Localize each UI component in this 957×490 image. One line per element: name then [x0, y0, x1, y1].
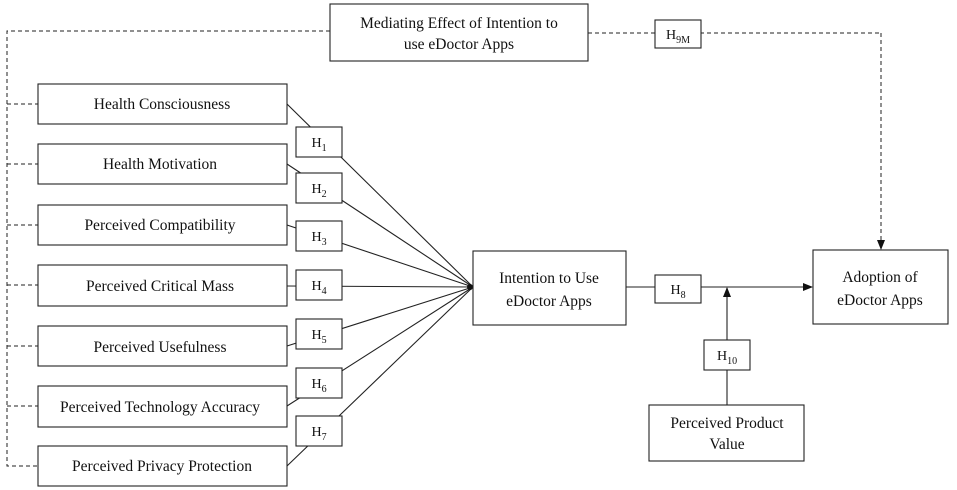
hypothesis-h8: H8 [654, 274, 702, 304]
hypothesis-h2: H2 [295, 172, 343, 204]
predictor-box-perceived-critical-mass: Perceived Critical Mass [37, 264, 288, 307]
svg-text:H8: H8 [670, 283, 685, 301]
product-value-line-1: Perceived Product [670, 415, 784, 432]
convergence-point [467, 284, 473, 290]
intention-box: Intention to Use eDoctor Apps [472, 250, 627, 326]
adoption-box: Adoption of eDoctor Apps [812, 249, 949, 325]
svg-text:H1: H1 [311, 136, 326, 154]
svg-text:H10: H10 [717, 349, 737, 367]
hypothesis-h7: H7 [295, 415, 343, 447]
svg-text:H7: H7 [311, 425, 326, 443]
mediating-line-2: use eDoctor Apps [404, 36, 514, 53]
predictor-label: Perceived Compatibility [84, 217, 235, 234]
hypothesis-h5: H5 [295, 318, 343, 350]
mediating-line-1: Mediating Effect of Intention to [360, 15, 558, 32]
predictor-label: Health Consciousness [94, 96, 230, 113]
dashed-left-bus [6, 30, 330, 467]
predictor-box-perceived-usefulness: Perceived Usefulness [37, 325, 288, 367]
svg-text:H5: H5 [311, 328, 326, 346]
predictor-label: Perceived Privacy Protection [72, 458, 252, 475]
hypothesis-h10: H10 [703, 339, 751, 371]
product-value-box: Perceived Product Value [648, 404, 805, 462]
hypothesis-h3: H3 [295, 220, 343, 252]
predictor-box-health-motivation: Health Motivation [37, 143, 288, 185]
adoption-line-2: eDoctor Apps [837, 292, 923, 309]
predictor-label: Perceived Technology Accuracy [60, 399, 260, 416]
svg-text:H4: H4 [311, 279, 326, 297]
mediation-dashed-lines [6, 30, 885, 467]
product-value-line-2: Value [709, 436, 744, 453]
hypothesis-h1: H1 [295, 126, 343, 158]
predictor-box-perceived-privacy-protection: Perceived Privacy Protection [37, 445, 288, 487]
adoption-line-1: Adoption of [842, 269, 918, 286]
predictor-label: Perceived Usefulness [94, 339, 227, 356]
svg-text:H3: H3 [311, 230, 326, 248]
predictor-box-perceived-technology-accuracy: Perceived Technology Accuracy [37, 385, 288, 428]
predictor-box-perceived-compatibility: Perceived Compatibility [37, 204, 288, 246]
svg-text:H2: H2 [311, 182, 326, 200]
intention-line-1: Intention to Use [499, 270, 599, 287]
predictor-label: Health Motivation [103, 156, 217, 173]
svg-text:H6: H6 [311, 377, 326, 395]
mediating-effect-box: Mediating Effect of Intention to use eDo… [329, 3, 589, 62]
predictor-label: Perceived Critical Mass [86, 278, 234, 295]
hypothesis-h6: H6 [295, 367, 343, 399]
predictor-box-health-consciousness: Health Consciousness [37, 83, 288, 125]
hypothesis-h4: H4 [295, 269, 343, 301]
svg-text:H9M: H9M [666, 28, 690, 46]
hypothesis-h9m: H9M [654, 19, 702, 49]
intention-line-2: eDoctor Apps [506, 293, 592, 310]
